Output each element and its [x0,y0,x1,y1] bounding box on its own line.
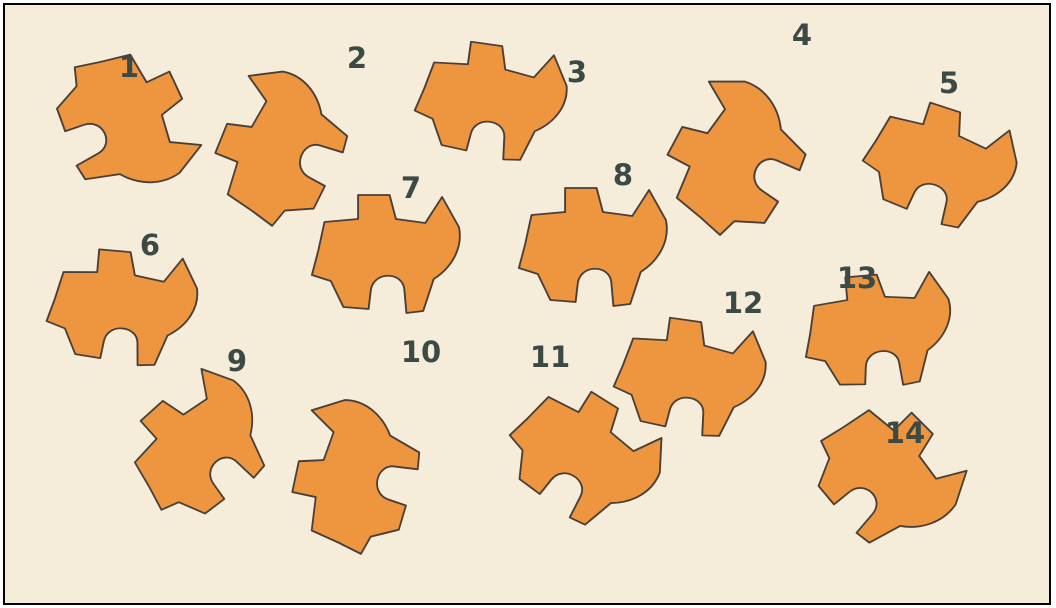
piece-number-label: 8 [613,158,633,192]
piece-number-label: 1 [119,50,139,84]
piece-number-label: 12 [723,286,763,320]
piece-number-label: 9 [227,344,247,378]
piece-number-label: 7 [401,171,421,205]
piece-number-label: 10 [401,335,441,369]
piece-number-label: 3 [567,55,587,89]
piece-number-label: 13 [837,261,877,295]
piece-number-label: 14 [885,416,925,450]
piece-number-label: 11 [530,340,570,374]
piece-number-label: 5 [939,66,959,100]
piece-number-label: 4 [792,18,812,52]
piece-number-label: 2 [347,41,367,75]
piece-number-label: 6 [140,228,160,262]
